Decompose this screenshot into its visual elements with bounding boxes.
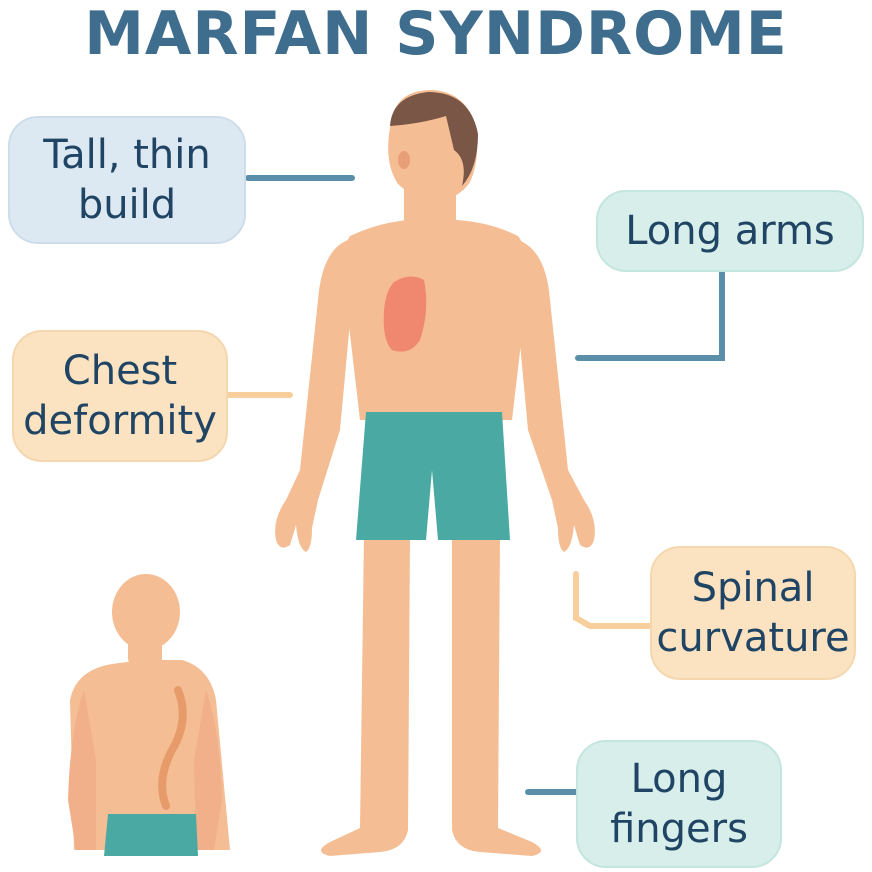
back-head [112,574,180,650]
connector-long-arms [575,269,725,361]
left-leg [321,535,410,856]
page-title: MARFAN SYNDROME [84,0,788,69]
back-body [70,660,230,850]
label-long-fingers: Long fingers [576,740,782,868]
label-spinal-curvature: Spinal curvature [650,546,856,680]
label-chest-deformity: Chest deformity [12,330,228,462]
label-long-arms: Long arms [596,190,864,272]
right-arm [516,240,595,552]
label-long-arms-text: Long arms [625,208,835,254]
label-long-fingers-text: Long fingers [610,756,748,852]
hair [390,92,478,186]
standing-person-illustration [275,90,595,856]
label-chest-deformity-text: Chest deformity [23,348,217,444]
torso [343,220,527,420]
back-right-arm [194,690,222,850]
label-tall-thin-build-text: Tall, thin build [43,132,211,228]
connector-spinal [573,571,653,629]
back-view-illustration [68,574,230,856]
label-tall-thin-build: Tall, thin build [8,116,246,244]
chest-deformity-mark [383,276,427,352]
curved-spine [158,686,187,810]
shorts [356,412,510,540]
right-leg [452,535,541,856]
ear [398,151,410,169]
back-shorts [104,814,198,856]
label-spinal-curvature-text: Spinal curvature [656,565,850,661]
back-left-arm [68,690,96,850]
connector-lines [225,175,725,795]
left-arm [275,240,352,552]
